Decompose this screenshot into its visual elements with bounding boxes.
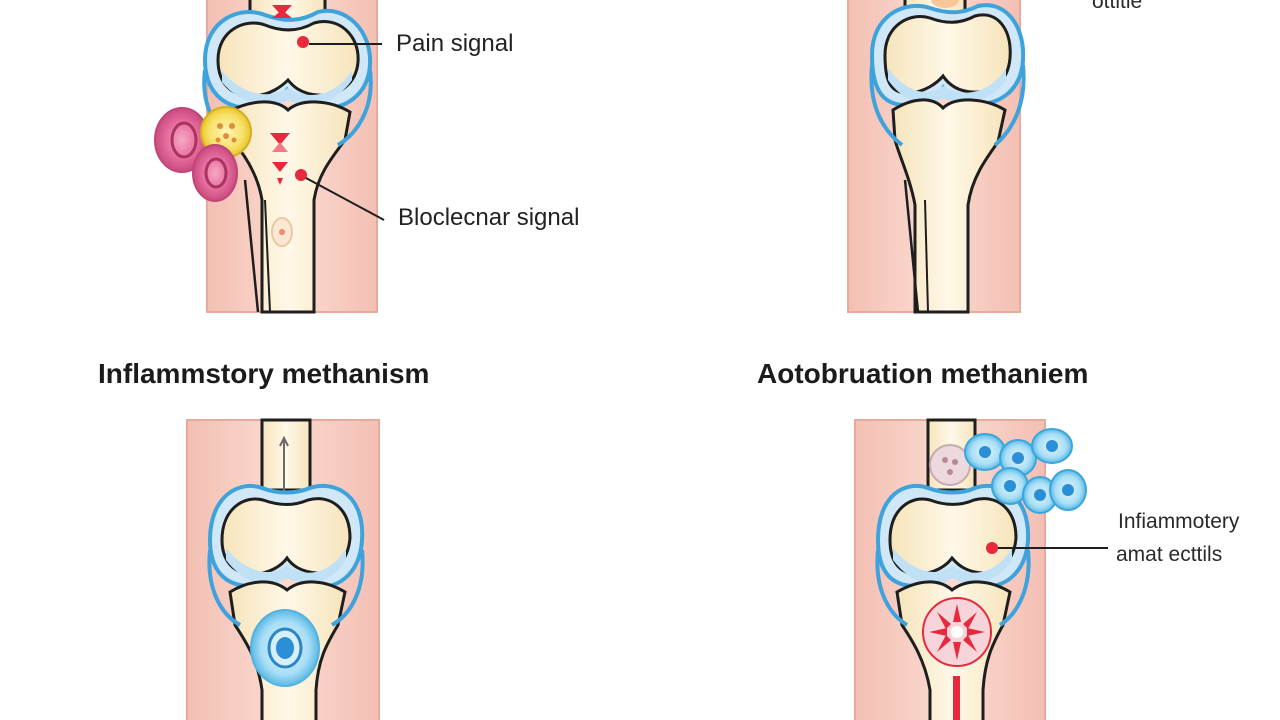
inflammatory-cells-label-line2: amat ecttils bbox=[1116, 543, 1223, 566]
top-right-fragment-label: ottitle bbox=[1092, 0, 1143, 13]
inflammatory-cells-label-line1: Infiammotery bbox=[1118, 510, 1240, 533]
red-inflammatory-lesion bbox=[922, 597, 992, 667]
biochemical-signal-leader bbox=[305, 177, 385, 221]
blue-cell bbox=[964, 433, 1006, 471]
knee-top-right bbox=[847, 0, 1026, 314]
inflammatory-mechanism-heading: Inflammstory methanism bbox=[98, 358, 430, 389]
biochemical-signal-label: Bloclecnar signal bbox=[398, 204, 580, 231]
biochemical-signal-dot bbox=[295, 169, 307, 181]
autobruation-mechanism-heading: Aotobruation methaniem bbox=[757, 358, 1089, 389]
blue-synovial-cell bbox=[250, 609, 320, 687]
knee-top-left bbox=[154, 0, 385, 314]
knee-bottom-right bbox=[854, 418, 1108, 720]
pink-immune-cell-2 bbox=[192, 144, 238, 202]
blue-cell-cluster bbox=[964, 428, 1087, 514]
signal-triangles-tibia bbox=[270, 133, 290, 185]
blue-cell bbox=[1022, 476, 1058, 514]
inflammatory-cells-dot bbox=[986, 542, 998, 554]
pain-signal-label: Pain signal bbox=[396, 30, 514, 57]
knee-bottom-left bbox=[186, 418, 380, 720]
grey-immune-cell bbox=[929, 444, 971, 486]
blue-cell bbox=[1049, 469, 1087, 511]
pain-signal-dot bbox=[297, 36, 309, 48]
blue-cell bbox=[1031, 428, 1073, 464]
red-vessel-line bbox=[953, 676, 960, 720]
top-right-signal-spot bbox=[931, 0, 959, 8]
signal-triangle-top bbox=[272, 5, 292, 18]
